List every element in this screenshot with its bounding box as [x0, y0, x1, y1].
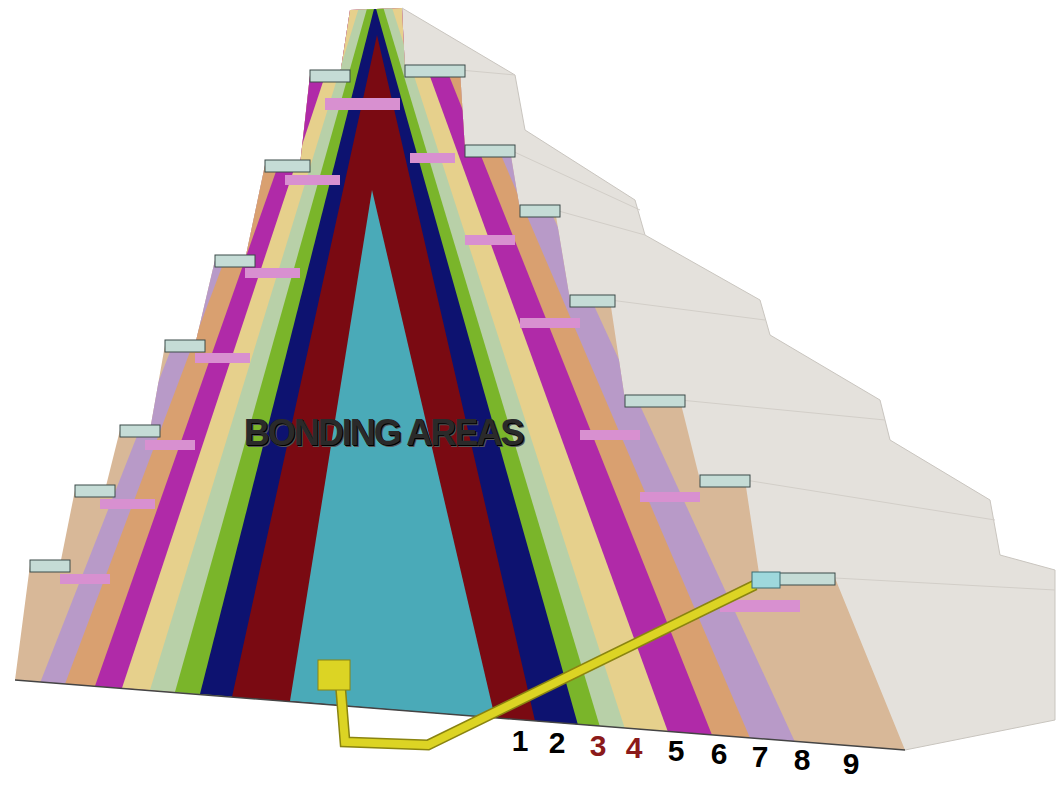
callout-number: 6 [711, 739, 728, 769]
callout-number: 7 [752, 742, 769, 772]
yellow-channel [318, 572, 780, 745]
callout-number: 3 [590, 731, 607, 761]
step-caps [30, 65, 835, 612]
callout-number: 5 [668, 736, 685, 766]
callout-number: 2 [549, 728, 566, 758]
base-edge [15, 680, 905, 750]
callout-number: 1 [512, 726, 529, 756]
callout-number: 4 [626, 733, 643, 763]
callout-number: 9 [843, 749, 860, 779]
callout-number: 8 [794, 745, 811, 775]
area-title: BONDING AREAS [244, 415, 523, 451]
